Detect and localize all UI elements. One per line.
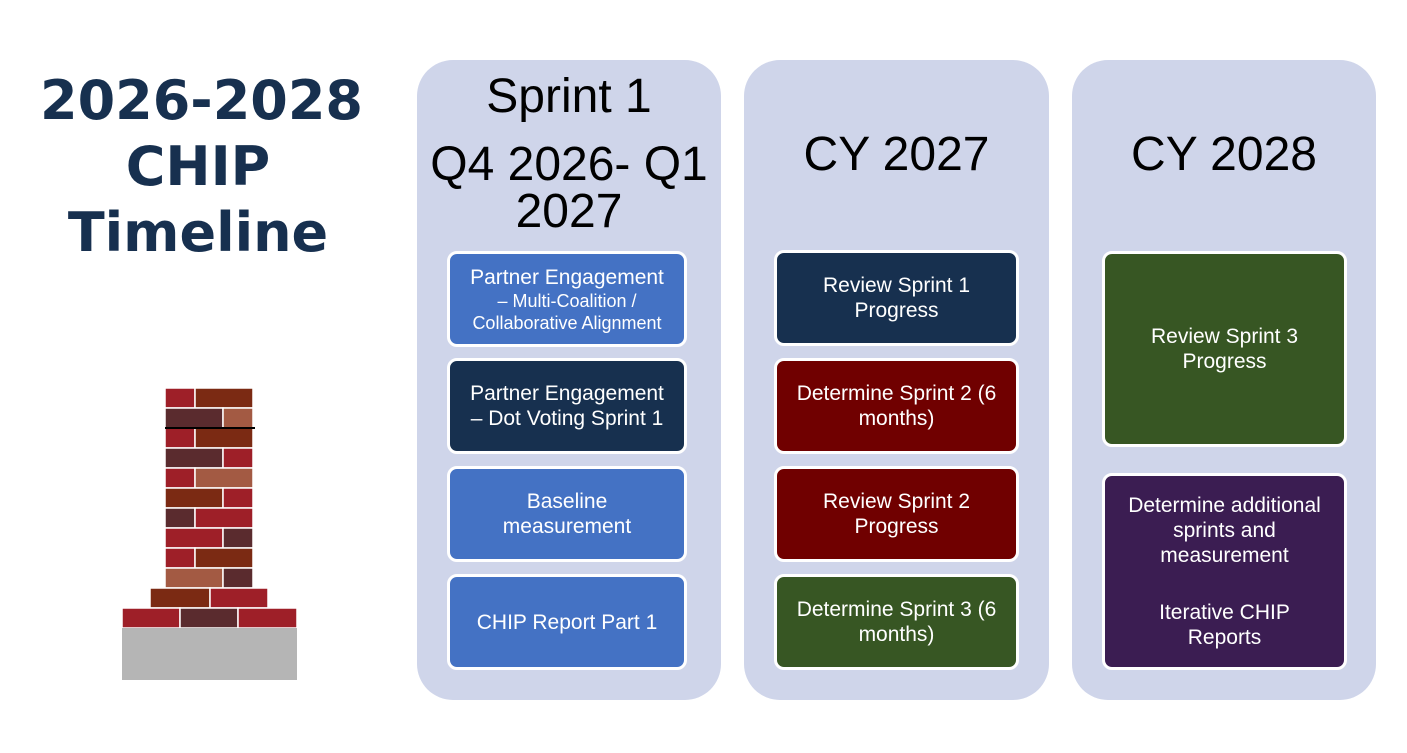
card-text: sprints and: [1173, 519, 1276, 542]
title-line-3: Timeline: [67, 201, 329, 264]
title-line-1: 2026-2028: [40, 69, 363, 132]
column-heading: Sprint 1: [486, 70, 652, 123]
column-heading: Q4 2026- Q1: [430, 138, 708, 191]
card-text: Partner Engagement: [470, 382, 664, 405]
timeline-card: Baseline measurement: [447, 466, 687, 562]
card-text: Reports: [1187, 626, 1262, 649]
card-text: Determine Sprint 3 (6: [796, 598, 997, 621]
card-text: months): [858, 407, 935, 430]
card-text: Progress: [854, 515, 939, 538]
card-text: months): [858, 623, 935, 646]
card-text: Baseline: [526, 490, 608, 513]
card-text: Partner Engagement: [470, 265, 664, 289]
card-text: CHIP Report Part 1: [476, 610, 658, 634]
column-heading: CY 2028: [1131, 128, 1317, 181]
timeline-card: Determine Sprint 3 (6 months): [774, 574, 1019, 670]
timeline-column-sprint-1: Sprint 1 Q4 2026- Q1 2027 Partner Engage…: [417, 60, 721, 700]
page-title: 2026-2028 CHIP Timeline: [40, 68, 363, 266]
timeline-card: Partner Engagement – Dot Voting Sprint 1: [447, 358, 687, 454]
column-heading: 2027: [515, 185, 623, 238]
timeline-card: Review Sprint 1 Progress: [774, 250, 1019, 346]
timeline-card: Review Sprint 3 Progress: [1102, 251, 1347, 447]
card-text: Iterative CHIP: [1159, 601, 1290, 624]
card-text: – Dot Voting Sprint 1: [470, 407, 664, 430]
card-text: Collaborative Alignment: [472, 312, 662, 333]
timeline-card: Review Sprint 2 Progress: [774, 466, 1019, 562]
timeline-card: Determine additional sprints and measure…: [1102, 473, 1347, 670]
column-heading: CY 2027: [803, 128, 990, 181]
card-text: Review Sprint 2: [822, 490, 971, 513]
card-text: Progress: [1182, 350, 1267, 373]
card-text: measurement: [1160, 544, 1289, 567]
card-text: Review Sprint 3: [1150, 325, 1299, 348]
timeline-column-cy-2028: CY 2028 Review Sprint 3 Progress Determi…: [1072, 60, 1376, 700]
timeline-card: Partner Engagement – Multi-Coalition / C…: [447, 251, 687, 347]
timeline-column-cy-2027: CY 2027 Review Sprint 1 Progress Determi…: [744, 60, 1049, 700]
card-text: Determine additional: [1128, 494, 1321, 517]
brick-pillar-illustration: [121, 387, 298, 680]
card-text: Progress: [854, 299, 939, 322]
timeline-card: CHIP Report Part 1: [447, 574, 687, 670]
card-text: Determine Sprint 2 (6: [796, 382, 997, 405]
title-line-2: CHIP: [125, 135, 271, 198]
card-text: Review Sprint 1: [822, 274, 971, 297]
card-text: – Multi-Coalition /: [497, 290, 637, 311]
timeline-card: Determine Sprint 2 (6 months): [774, 358, 1019, 454]
card-text: measurement: [502, 515, 632, 538]
